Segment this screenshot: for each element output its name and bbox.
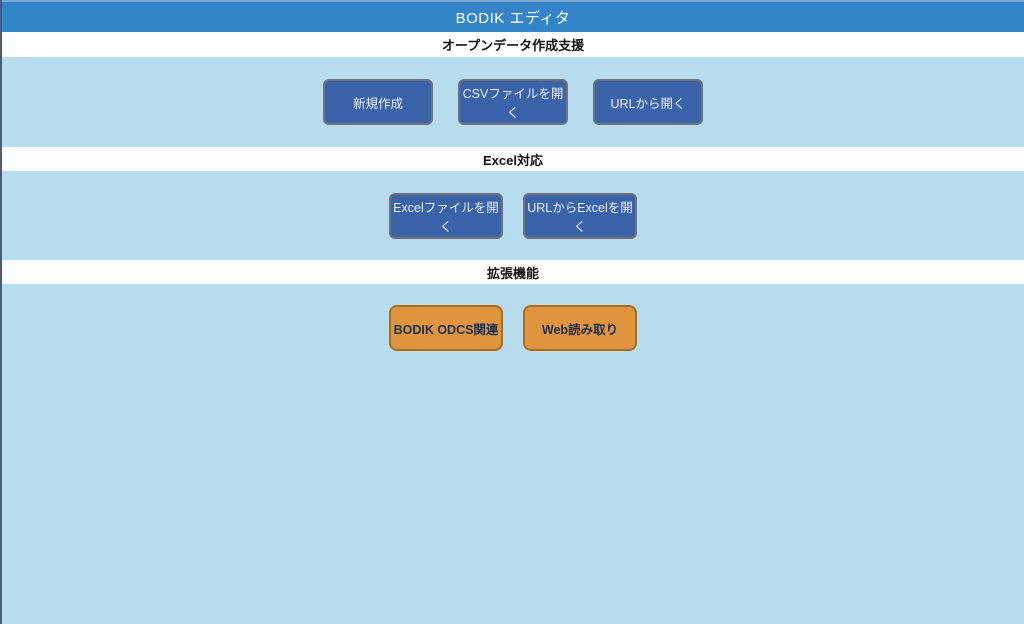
- section-title-extensions: 拡張機能: [486, 265, 539, 281]
- app-title: BODIK エディタ: [455, 9, 571, 27]
- section-title-opendata: オープンデータ作成支援: [441, 38, 585, 53]
- new-file-button[interactable]: 新規作成: [323, 79, 433, 125]
- section-extension-buttons: BODIK ODCS関連 Web読み取り: [2, 284, 1024, 624]
- open-excel-file-button[interactable]: Excelファイルを開く: [389, 192, 503, 239]
- section-excel-buttons: Excelファイルを開く URLからExcelを開く: [2, 171, 1024, 260]
- web-read-button[interactable]: Web読み取り: [523, 305, 637, 351]
- open-from-url-button[interactable]: URLから開く: [593, 79, 703, 125]
- section-header-extensions: 拡張機能: [2, 260, 1024, 284]
- section-opendata-buttons: 新規作成 CSVファイルを開く URLから開く: [2, 57, 1024, 147]
- section-title-excel: Excel対応: [483, 152, 543, 168]
- open-excel-from-url-button[interactable]: URLからExcelを開く: [523, 192, 637, 239]
- section-header-opendata: オープンデータ作成支援: [2, 32, 1024, 57]
- section-header-excel: Excel対応: [2, 147, 1024, 171]
- app-header: BODIK エディタ: [2, 0, 1024, 32]
- bodik-odcs-button[interactable]: BODIK ODCS関連: [389, 305, 503, 351]
- open-csv-file-button[interactable]: CSVファイルを開く: [458, 79, 568, 125]
